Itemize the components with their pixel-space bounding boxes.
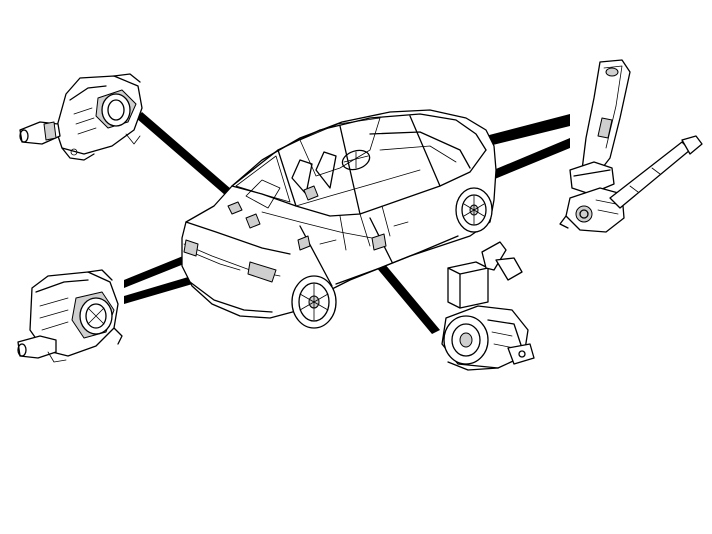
cylinder-unit-icon [441, 241, 535, 371]
marker-rear-left [227, 201, 243, 215]
sedan-car-outline-icon [181, 109, 497, 329]
electric-motor-module-icon [19, 73, 143, 161]
marker-rear-center [245, 213, 261, 229]
lever-shaft-assembly-icon [559, 59, 703, 233]
electric-motor-module-icon [17, 269, 123, 363]
marker-dash [303, 185, 319, 201]
beam-top-left [136, 112, 246, 208]
marker-center [297, 235, 311, 251]
marker-front [371, 233, 387, 251]
